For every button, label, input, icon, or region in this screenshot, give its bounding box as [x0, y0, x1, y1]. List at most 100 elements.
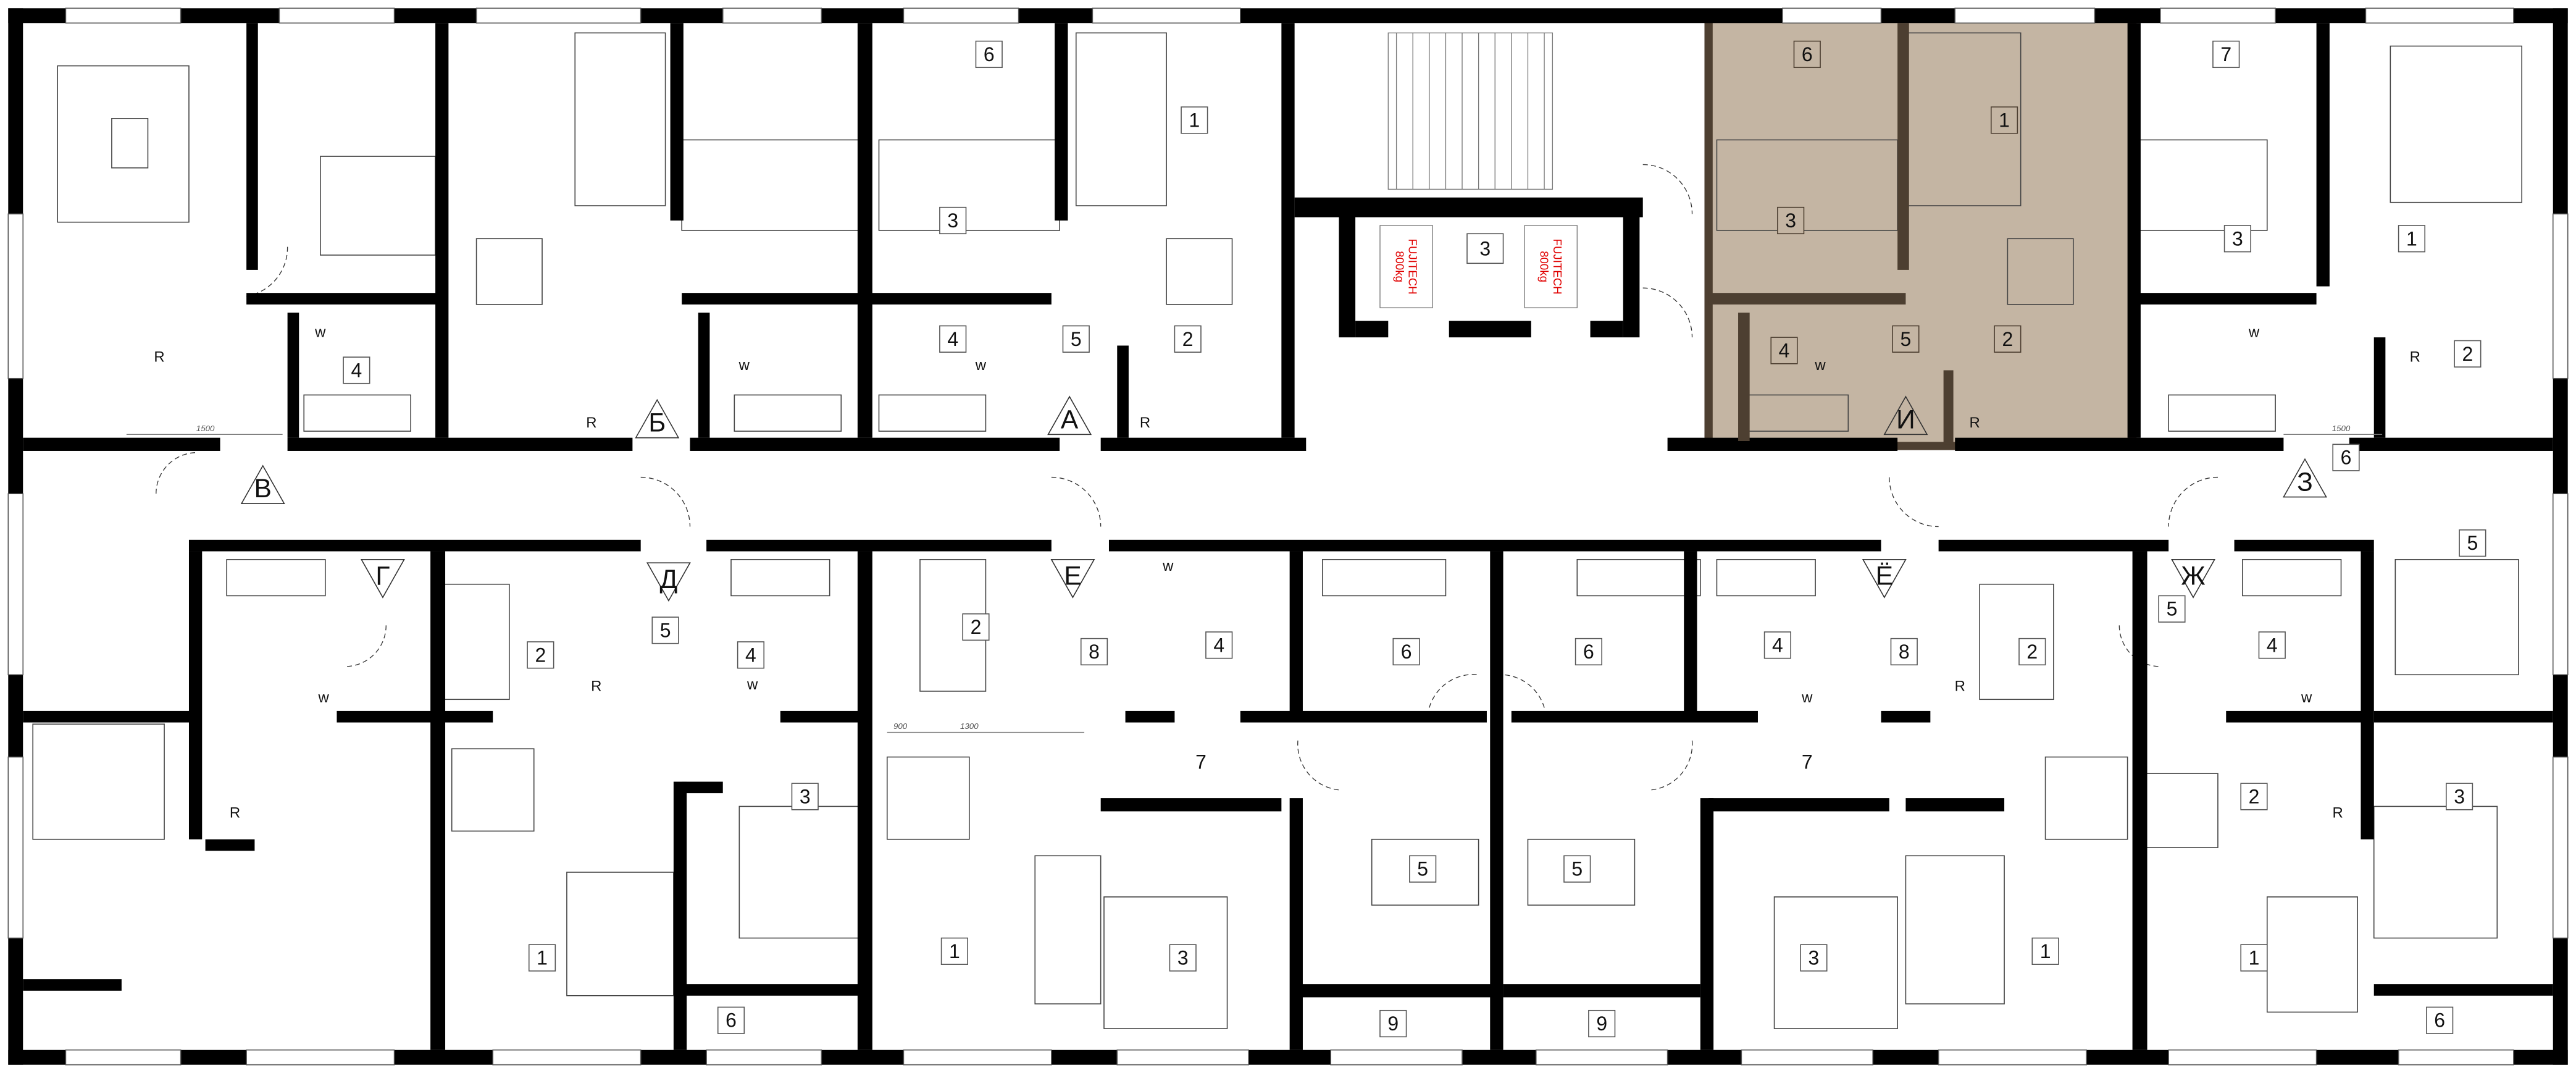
- apartment-marker-triangle: [360, 558, 405, 599]
- room-label: 2: [2249, 785, 2260, 807]
- apartment-marker-e[interactable]: Е: [1064, 561, 1081, 591]
- room-label-box: [962, 613, 990, 641]
- room-label-box: [940, 937, 968, 965]
- room-label-box: [1588, 1009, 1616, 1038]
- apartment-marker-triangle: [1050, 558, 1095, 599]
- apartment-marker-b[interactable]: Б: [648, 408, 666, 438]
- room-label: 7: [1802, 751, 1813, 773]
- highlighted-apartment[interactable]: [1704, 9, 2137, 450]
- room-label: 3: [1809, 947, 1820, 969]
- room-label-box: [1080, 637, 1108, 666]
- room-label: 3: [947, 209, 958, 232]
- apartment-marker-d[interactable]: Д: [659, 565, 677, 594]
- apartment-marker-i[interactable]: И: [1896, 405, 1915, 434]
- room-label: 3: [2232, 227, 2243, 250]
- staircase: [1387, 32, 1554, 190]
- room-label: 9: [1387, 1012, 1399, 1035]
- apartment-marker-v[interactable]: В: [254, 474, 272, 503]
- room-label-box: [1793, 40, 1821, 69]
- room-label: w: [1162, 558, 1174, 574]
- room-label-box: [1990, 106, 2018, 134]
- dimension-label: 1300: [960, 722, 979, 731]
- room-label-box: [2212, 40, 2240, 69]
- apartment-marker-triangle: [2171, 558, 2216, 599]
- room-label: 1: [2249, 947, 2260, 969]
- room-label: 3: [2454, 785, 2465, 807]
- room-label-box: [2223, 225, 2251, 253]
- room-label: R: [1955, 678, 1965, 694]
- room-label: 2: [2462, 343, 2474, 365]
- room-label: 4: [2267, 634, 2278, 656]
- apartment-marker-zh[interactable]: Ж: [2181, 561, 2205, 591]
- room-label-box: [1777, 206, 1805, 235]
- room-label: 8: [1089, 641, 1100, 663]
- room-label-box: [1800, 944, 1828, 972]
- room-label-box: [975, 40, 1003, 69]
- room-label-box: [1169, 944, 1197, 972]
- room-label: 4: [1779, 339, 1790, 361]
- room-label: R: [1970, 414, 1980, 431]
- room-label: 2: [971, 616, 982, 638]
- dimension-label: 1500: [196, 424, 215, 433]
- room-label-box: [1181, 106, 1208, 134]
- room-label: R: [586, 414, 596, 431]
- apartment-marker-triangle: [2283, 458, 2327, 498]
- room-label-box: [2018, 637, 2046, 666]
- apartment-marker-yo[interactable]: Ё: [1876, 561, 1893, 591]
- room-label: 5: [1901, 328, 1912, 350]
- room-label: 4: [1213, 634, 1224, 656]
- room-label-box: [717, 1006, 745, 1034]
- room-label-box: [1994, 325, 2022, 353]
- room-label: w: [314, 324, 326, 341]
- room-label-box: [1062, 325, 1090, 353]
- room-label: w: [738, 357, 750, 374]
- room-label: 4: [745, 644, 756, 666]
- room-label-box: [2240, 783, 2268, 810]
- room-label: 8: [1899, 641, 1910, 663]
- room-label: 5: [2167, 598, 2178, 620]
- apartment-marker-a[interactable]: А: [1061, 405, 1079, 434]
- room-label-box: [2398, 225, 2426, 253]
- room-label: 5: [1417, 858, 1428, 880]
- room-label-box: [528, 944, 556, 972]
- room-label: w: [746, 676, 758, 693]
- dimensions: 1500 1500 900 1300: [126, 424, 2383, 733]
- apartment-marker-z[interactable]: З: [2297, 468, 2313, 497]
- room-label-box: [791, 783, 819, 810]
- room-label-box: [651, 616, 679, 644]
- room-label: 3: [1785, 209, 1796, 232]
- room-label-box: [343, 356, 370, 384]
- lift-2-capacity: 800kg: [1538, 251, 1551, 282]
- room-label: 6: [984, 43, 995, 65]
- room-label: w: [2301, 689, 2312, 706]
- room-label: 3: [1177, 947, 1189, 969]
- room-label: 2: [535, 644, 546, 666]
- room-label: w: [2248, 324, 2260, 341]
- windows: [7, 7, 2569, 1066]
- apartment-marker-g[interactable]: Г: [375, 561, 390, 591]
- apartment-marker-triangle: [1862, 558, 1907, 599]
- room-label: R: [230, 805, 240, 822]
- room-label: 6: [1802, 43, 1813, 65]
- room-label-box: [1379, 1009, 1407, 1038]
- room-label: 4: [351, 359, 362, 381]
- apartment-marker-triangle: [635, 398, 680, 439]
- room-label-box: [1563, 855, 1591, 883]
- apartment-marker-triangle: [1047, 395, 1092, 436]
- room-label-box: [2454, 340, 2482, 368]
- room-label-box: [1892, 325, 1920, 353]
- room-label: R: [2410, 349, 2420, 366]
- dimension-label: 900: [893, 722, 908, 731]
- dimension-label: 1500: [2332, 424, 2351, 433]
- room-label-box: [2332, 444, 2360, 471]
- apartment-marker-triangle: [240, 465, 285, 505]
- room-label: 2: [1182, 328, 1194, 350]
- apartment-markers[interactable]: А Б В Г Д Е Ё Ж З И: [240, 395, 2327, 602]
- room-label-box: [2446, 783, 2474, 810]
- room-label-box: [2158, 595, 2186, 623]
- room-label: 4: [1772, 634, 1783, 656]
- room-label-box: [1574, 637, 1602, 666]
- room-label: w: [975, 357, 987, 374]
- room-labels: 4 R w R 6 1 3 4 5 2 R w w 6 1 3 4 w 5 2 …: [154, 40, 2486, 1038]
- room-label-box: [2426, 1006, 2454, 1034]
